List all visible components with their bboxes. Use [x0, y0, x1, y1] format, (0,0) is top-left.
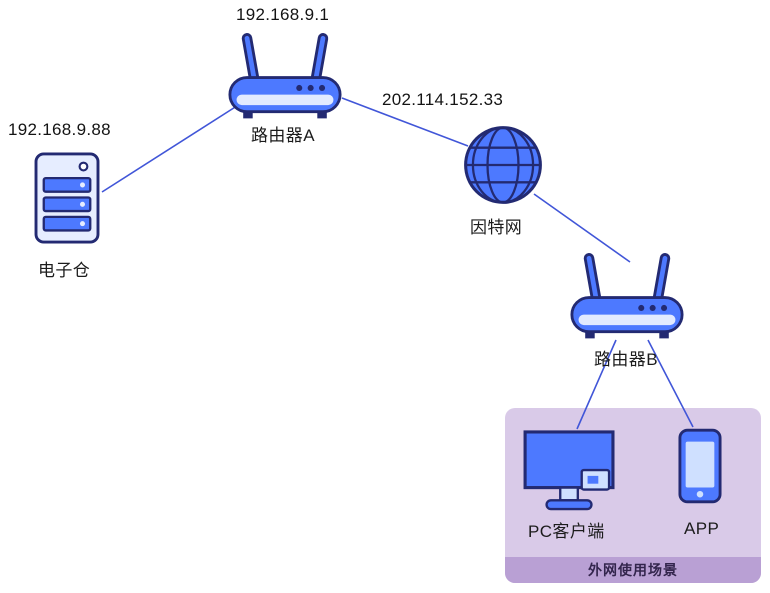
pc-monitor-icon	[523, 430, 615, 511]
router-a-icon	[228, 33, 342, 119]
internet-ip: 202.114.152.33	[382, 90, 504, 109]
router-a-ip: 192.168.9.1	[236, 5, 330, 24]
pc-client-label: PC客户端	[528, 522, 605, 541]
link-internet-router-b	[533, 193, 631, 263]
server-ip: 192.168.9.88	[8, 120, 111, 139]
router-a-label: 路由器A	[251, 126, 315, 145]
group-caption-bar: 外网使用场景	[505, 557, 761, 583]
link-router-a-internet	[341, 97, 469, 147]
link-server-router-a	[101, 103, 241, 193]
app-phone-icon	[678, 428, 722, 504]
group-label: 外网使用场景	[588, 562, 678, 578]
internet-label: 因特网	[470, 218, 523, 237]
app-label: APP	[684, 519, 720, 538]
server-icon	[34, 152, 100, 244]
server-label: 电子仓	[38, 261, 91, 280]
router-b-label: 路由器B	[594, 350, 658, 369]
router-b-icon	[570, 253, 684, 339]
link-router-b-app	[647, 339, 694, 428]
internet-globe-icon	[464, 126, 542, 204]
link-router-b-pc	[576, 339, 617, 430]
